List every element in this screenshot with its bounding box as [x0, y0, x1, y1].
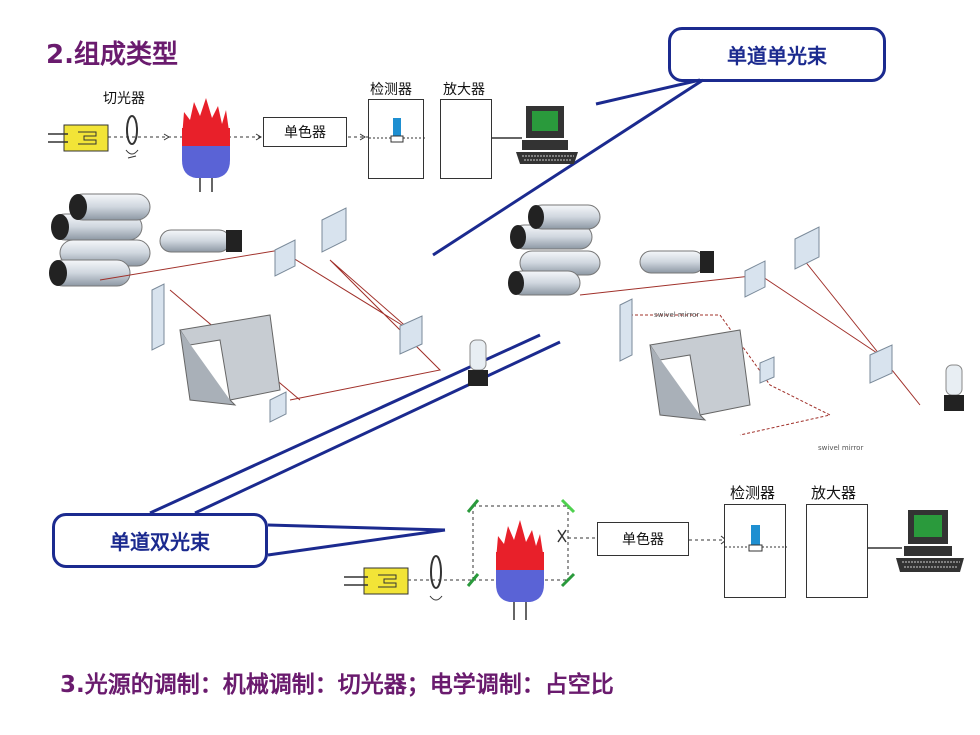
detector-box-bottom [724, 504, 787, 598]
amplifier-box [440, 99, 492, 179]
detector-label-bottom: 检测器 [730, 484, 776, 502]
hollow-cathode-lamp-icon [344, 567, 409, 595]
modulation-footnote: 3.光源的调制：机械调制：切光器；电学调制：占空比 [60, 672, 614, 698]
lamp-turret-icon [508, 204, 714, 296]
detector-box [368, 99, 425, 179]
lamp-turret-icon [49, 193, 242, 287]
monochromator-housing-icon [179, 314, 281, 406]
section-heading: 2.组成类型 [46, 40, 178, 70]
computer-icon [868, 510, 964, 572]
computer-icon [492, 106, 578, 164]
callout-double-beam: 单道双光束 [52, 513, 268, 568]
callout-single-beam: 单道单光束 [668, 27, 886, 82]
detector-tube-icon [468, 339, 488, 386]
amplifier-box-bottom [806, 504, 868, 598]
double-beam-schematic [344, 498, 598, 620]
amplifier-label: 放大器 [443, 82, 485, 98]
mirror-icons [151, 207, 423, 423]
chopper-label: 切光器 [103, 91, 145, 107]
chopper-icon [125, 115, 139, 159]
monochromator-box-bottom: 单色器 [597, 522, 689, 556]
mirror-icons [619, 226, 893, 384]
single-beam-optics-illustration [49, 193, 488, 423]
monochromator-box: 单色器 [263, 117, 347, 147]
single-beam-schematic [48, 98, 418, 192]
photomultiplier-icon [725, 525, 787, 552]
photomultiplier-icon [369, 118, 425, 143]
swivel-mirror-label-top: swivel mirror [654, 311, 700, 319]
double-beam-optics-illustration [508, 204, 964, 436]
chopper-icon [429, 555, 443, 601]
amplifier-label-bottom: 放大器 [811, 484, 857, 502]
monochromator-housing-icon [649, 329, 751, 421]
hollow-cathode-lamp-icon [48, 124, 109, 152]
flame-burner-icon [182, 98, 230, 192]
detector-tube-icon [944, 364, 964, 411]
swivel-mirror-label-bottom: swivel mirror [818, 444, 864, 452]
detector-label: 检测器 [370, 82, 412, 98]
flame-burner-icon [496, 520, 544, 620]
beam-arrow-icon [689, 535, 727, 545]
